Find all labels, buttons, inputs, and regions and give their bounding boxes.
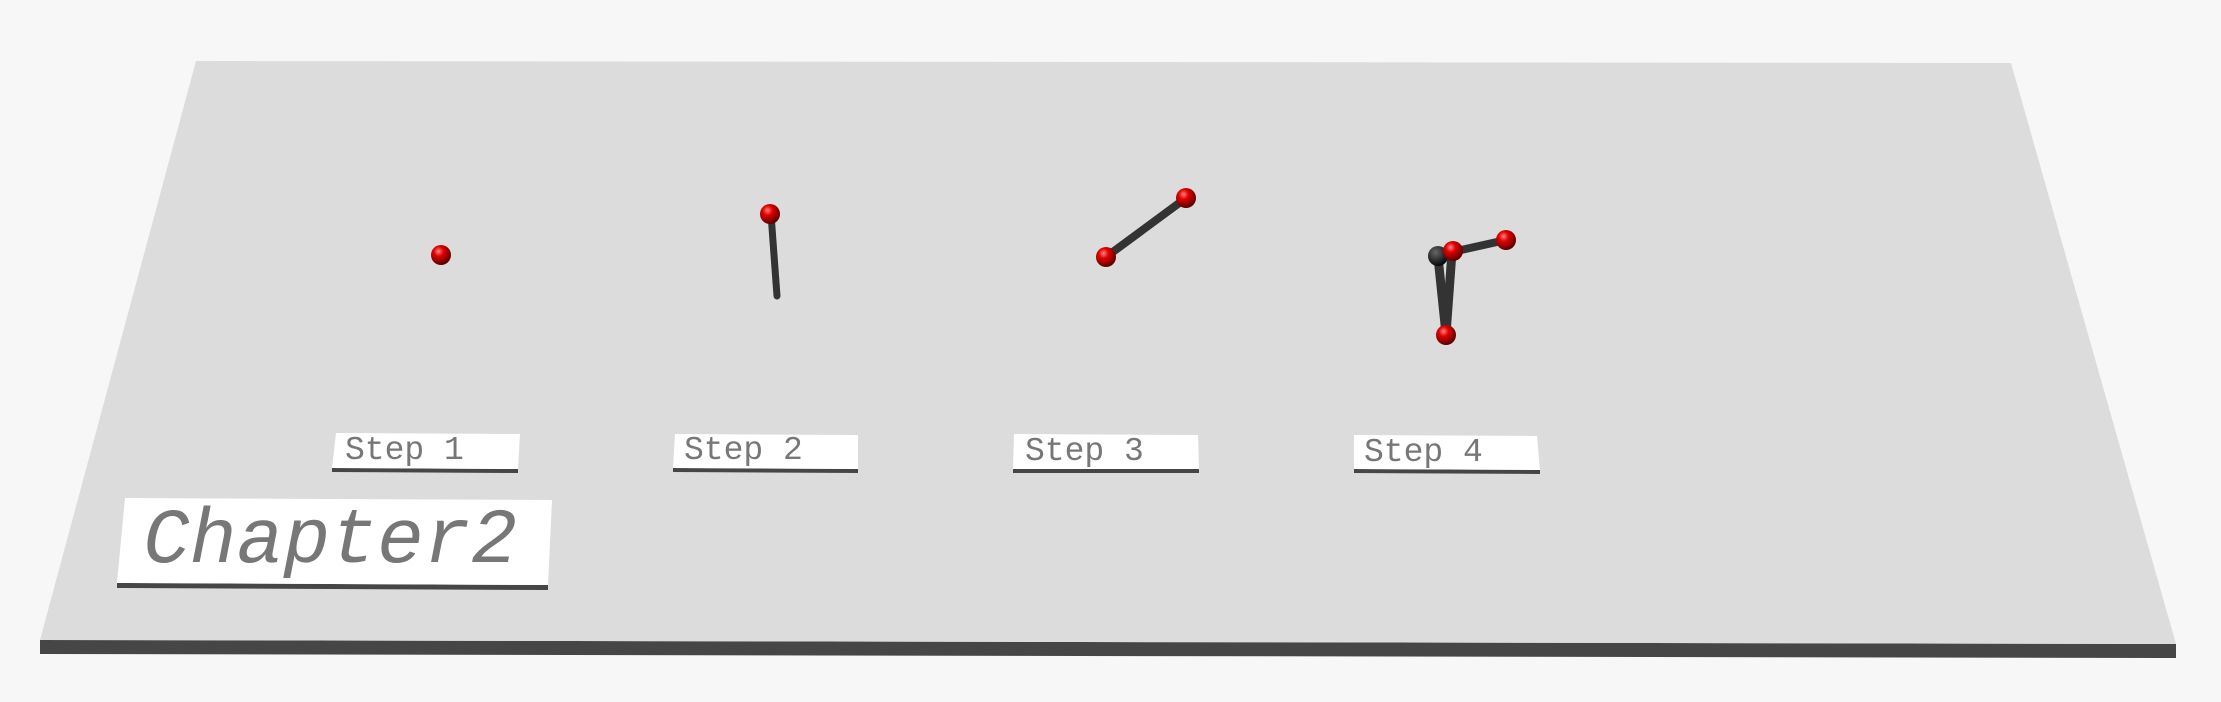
atom xyxy=(1176,188,1196,208)
step-1-molecule xyxy=(431,245,451,265)
label-card xyxy=(1013,434,1199,469)
label-card-shadow xyxy=(1013,469,1199,473)
step-label-2: Step 2 xyxy=(673,432,858,473)
step-label-3-text: Step 3 xyxy=(1025,433,1144,470)
platform-side xyxy=(40,640,2176,658)
label-card-shadow xyxy=(117,583,548,590)
atom xyxy=(1436,325,1456,345)
bond xyxy=(1102,194,1190,261)
step-label-1-text: Step 1 xyxy=(345,432,464,469)
step-label-3: Step 3 xyxy=(1013,433,1199,473)
step-label-4-text: Step 4 xyxy=(1364,434,1483,471)
atom xyxy=(1096,247,1116,267)
platform xyxy=(40,61,2176,658)
atom xyxy=(1496,230,1516,250)
step-3-molecule xyxy=(1096,188,1196,267)
platform-top xyxy=(40,61,2176,644)
label-card-shadow xyxy=(673,468,858,473)
chapter-label: Chapter2 xyxy=(117,498,552,590)
atom xyxy=(760,204,780,224)
step-label-4: Step 4 xyxy=(1354,434,1540,474)
label-card xyxy=(332,433,520,469)
step-label-2-text: Step 2 xyxy=(684,432,803,469)
atom xyxy=(431,245,451,265)
bond xyxy=(767,210,781,300)
step-2-molecule xyxy=(760,204,781,300)
step-4-molecule xyxy=(1428,230,1516,345)
chapter-title: Chapter2 xyxy=(143,498,517,586)
bond xyxy=(1441,247,1457,339)
label-card-shadow xyxy=(332,468,518,473)
label-card xyxy=(117,498,552,585)
atom xyxy=(1443,241,1463,261)
label-card-shadow xyxy=(1354,469,1540,474)
label-card xyxy=(1354,435,1540,470)
step-label-1: Step 1 xyxy=(332,432,520,473)
label-card xyxy=(673,434,858,469)
